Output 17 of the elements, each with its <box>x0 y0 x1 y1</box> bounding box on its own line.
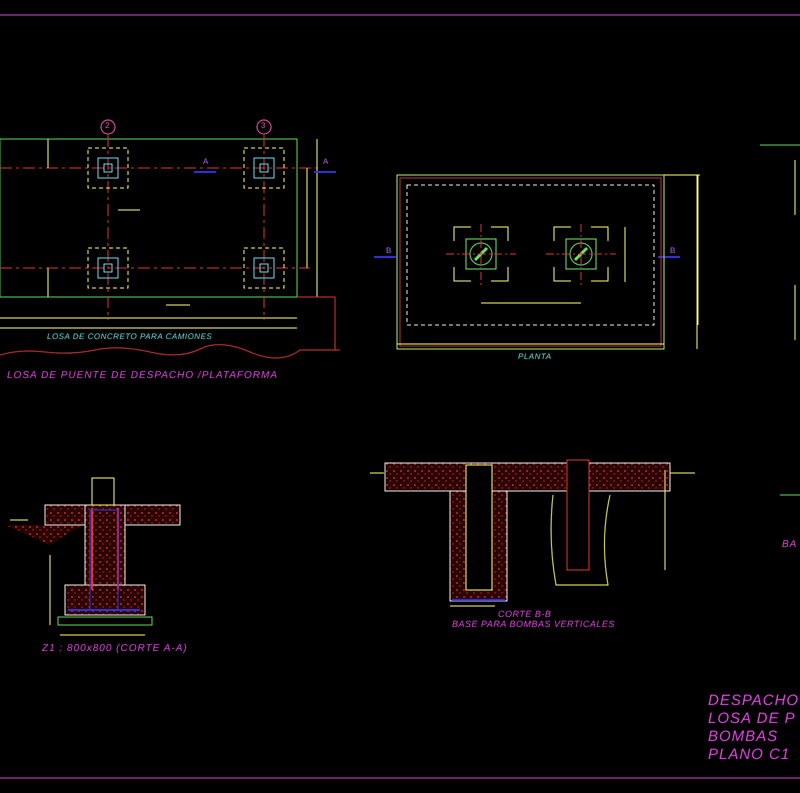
drawing-title: BASE PARA BOMBAS VERTICALES <box>452 620 615 630</box>
drawing-title: BA <box>782 539 798 550</box>
drawing-title: Z1 : 800x800 (CORTE A-A) <box>42 643 188 654</box>
title-block-text: BOMBAS <box>708 729 778 746</box>
section-mark-label: A <box>203 158 208 167</box>
grid-label: 2 <box>105 122 110 131</box>
view-caption: LOSA DE CONCRETO PARA CAMIONES <box>47 333 212 342</box>
title-block-text: PLANO C1 <box>708 747 790 764</box>
section-mark-label: B <box>386 247 392 256</box>
section-mark-label: B <box>670 247 676 256</box>
view-caption: PLANTA <box>518 353 552 362</box>
title-block-text: DESPACHO <box>708 693 800 710</box>
section-mark-label: A <box>323 158 328 167</box>
grid-label: 3 <box>261 122 266 131</box>
drawing-title: CORTE B-B <box>498 610 552 620</box>
drawing-title: LOSA DE PUENTE DE DESPACHO /PLATAFORMA <box>7 370 278 381</box>
title-block-text: LOSA DE P <box>708 711 796 728</box>
